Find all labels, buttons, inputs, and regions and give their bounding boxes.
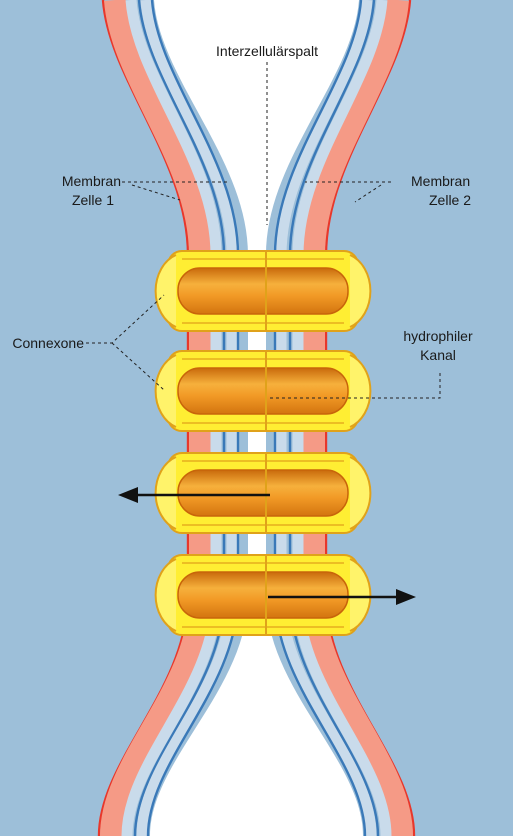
connexon-pair-2	[156, 351, 371, 431]
label-membrane-cell-1-line1: Membran	[62, 173, 121, 189]
label-hydrophilic-channel-line1: hydrophiler	[403, 328, 473, 344]
connexon-pair-3	[156, 453, 371, 533]
connexon-pair-4	[156, 555, 371, 635]
label-membrane-cell-2-line2: Zelle 2	[429, 192, 471, 208]
label-membrane-cell-2-line1: Membran	[411, 173, 470, 189]
label-connexons: Connexone	[12, 335, 84, 351]
label-membrane-cell-1-line2: Zelle 1	[72, 192, 114, 208]
connexon-pair-1	[156, 251, 371, 331]
label-intercellular-gap: Interzellulärspalt	[216, 43, 318, 59]
label-hydrophilic-channel-line2: Kanal	[420, 347, 456, 363]
